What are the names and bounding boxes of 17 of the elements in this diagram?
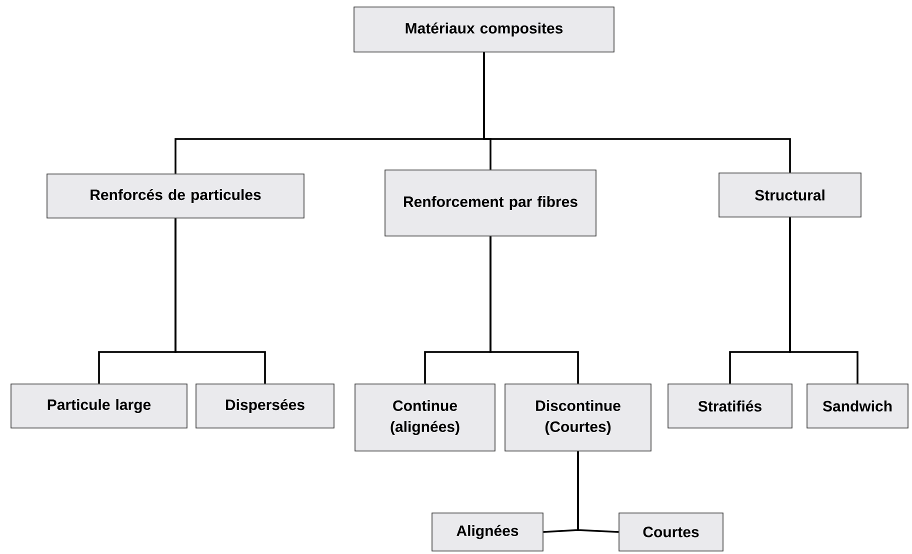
connector-line	[483, 52, 791, 173]
category-box: Sandwich	[806, 384, 908, 428]
category-box: Renforcement par fibres	[384, 170, 596, 236]
category-box: Matériaux composites	[354, 6, 614, 52]
category-box: Courtes	[618, 512, 724, 552]
category-box: Renforcés de particules	[46, 174, 304, 218]
category-box: Dispersées	[196, 384, 334, 428]
connector-line	[174, 218, 266, 384]
category-box: Stratifiés	[668, 384, 792, 428]
connector-line	[789, 217, 858, 384]
category-box: Continue (alignées)	[354, 384, 496, 452]
category-box: Particule large	[10, 384, 188, 428]
connector-line	[490, 236, 579, 384]
connector-line	[577, 451, 619, 533]
category-box: Structural	[718, 172, 862, 218]
category-box: Alignées	[432, 512, 544, 552]
category-box: Discontinue (Courtes)	[504, 384, 652, 452]
